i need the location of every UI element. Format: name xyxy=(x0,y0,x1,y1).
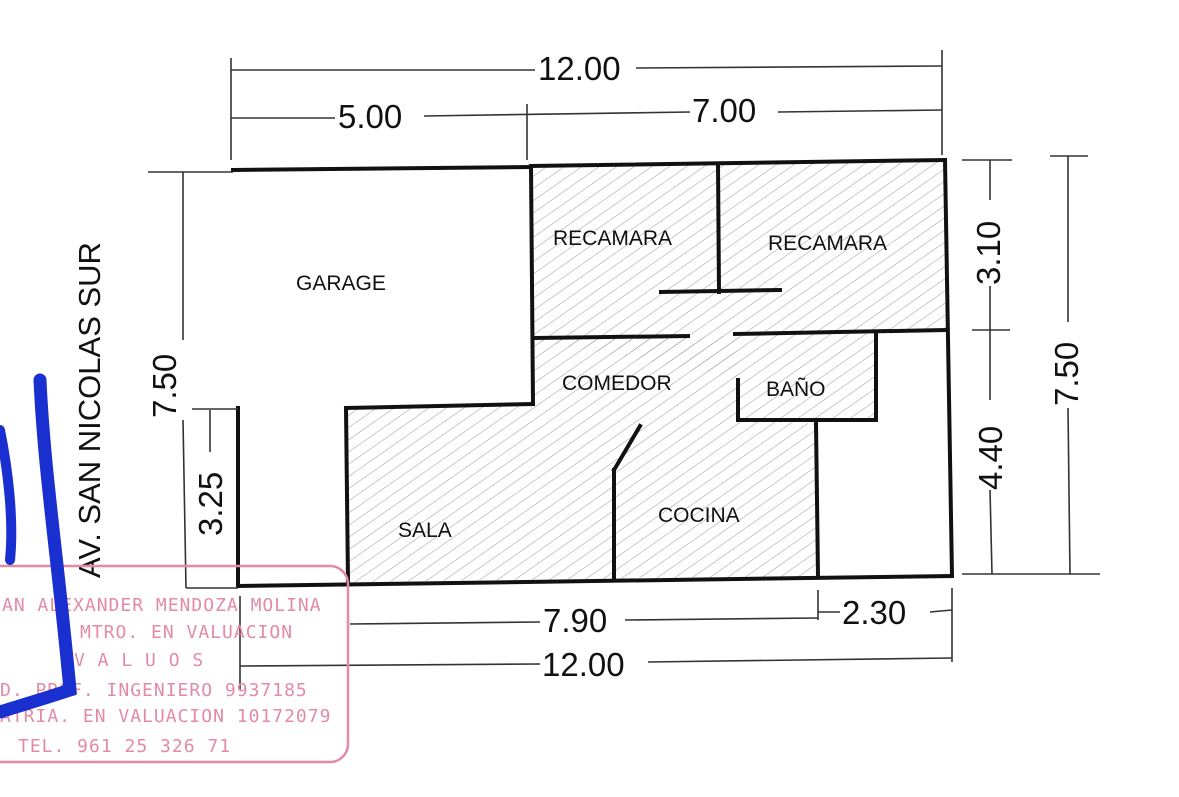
dim-right-lower: 4.40 xyxy=(972,426,1009,490)
stamp-line-4: D. PROF. INGENIERO 9937185 xyxy=(0,680,308,701)
street-label: AV. SAN NICOLAS SUR xyxy=(72,242,107,578)
blue-ink-signature xyxy=(0,373,77,719)
walls xyxy=(230,157,955,589)
room-labels: GARAGE RECAMARA RECAMARA COMEDOR BAÑO SA… xyxy=(296,227,887,542)
room-cocina: COCINA xyxy=(658,504,740,527)
valuation-stamp: AN ALEXANDER MENDOZA MOLINA MTRO. EN VAL… xyxy=(0,564,350,764)
room-garage: GARAGE xyxy=(296,272,386,295)
dim-left-sub: 3.25 xyxy=(192,472,229,536)
stamp-line-3: V A L U O S xyxy=(74,650,204,671)
left-dimensions: 7.50 3.25 xyxy=(146,171,238,589)
room-comedor: COMEDOR xyxy=(562,372,672,395)
room-recamara-1: RECAMARA xyxy=(553,227,672,250)
dim-top-total: 12.00 xyxy=(538,50,621,87)
dim-bottom-total: 12.00 xyxy=(542,646,625,683)
stamp-line-2: MTRO. EN VALUACION xyxy=(80,622,293,643)
bottom-dimensions: 7.90 2.30 12.00 xyxy=(239,588,953,690)
room-sala: SALA xyxy=(398,519,452,542)
dim-top-left: 5.00 xyxy=(338,98,402,135)
stamp-line-1: AN ALEXANDER MENDOZA MOLINA xyxy=(2,595,322,616)
dim-right-upper: 3.10 xyxy=(970,221,1007,285)
room-recamara-2: RECAMARA xyxy=(768,232,887,255)
right-dimensions: 3.10 4.40 7.50 xyxy=(962,155,1100,575)
dim-bottom-right: 2.30 xyxy=(842,594,906,631)
dim-top-right: 7.00 xyxy=(692,92,756,129)
room-bano: BAÑO xyxy=(766,377,826,401)
stamp-line-6: TEL. 961 25 326 71 xyxy=(18,736,231,757)
dim-right-total: 7.50 xyxy=(1048,342,1085,406)
dim-bottom-left: 7.90 xyxy=(543,602,607,639)
stamp-line-5: ATRIA. EN VALUACION 10172079 xyxy=(0,706,331,727)
dim-left-height: 7.50 xyxy=(146,354,183,418)
top-dimensions: 12.00 5.00 7.00 xyxy=(230,50,943,160)
lower-hatch xyxy=(346,336,816,582)
